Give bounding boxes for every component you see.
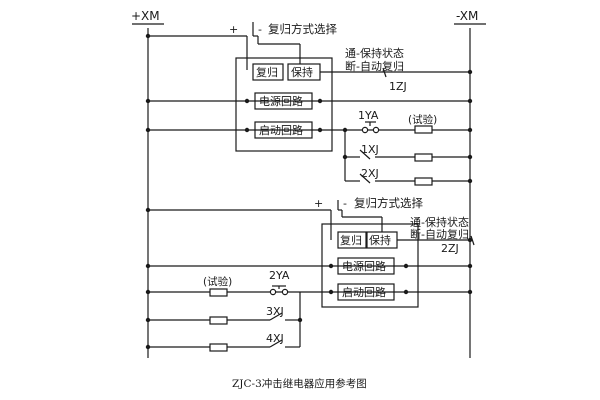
relay-1-contact-a: 1XJ bbox=[361, 143, 379, 156]
relay-2-name: 2ZJ bbox=[441, 242, 459, 255]
relay-2-test-label: (试验) bbox=[203, 275, 232, 288]
relay-2-button-contact-right bbox=[281, 288, 289, 296]
relay-1-button-contact-right bbox=[372, 126, 380, 134]
relay-2-resistor-b bbox=[209, 343, 228, 352]
right-rail-label: -XM bbox=[456, 9, 478, 23]
relay-1-name: 1ZJ bbox=[389, 80, 407, 93]
relay-1-reset-label: 复归 bbox=[256, 65, 278, 79]
relay-1-test-resistor bbox=[414, 125, 433, 134]
left-rail-label: +XM bbox=[131, 9, 160, 23]
relay-1-test-label: (试验) bbox=[408, 113, 437, 126]
relay-1-hold-label: 保持 bbox=[291, 65, 313, 79]
relay-2-plus: + bbox=[314, 197, 323, 210]
figure-caption: ZJC-3冲击继电器应用参考图 bbox=[232, 377, 367, 390]
relay-1-reset-box bbox=[252, 63, 284, 81]
relay-1-box bbox=[235, 57, 333, 152]
relay-1-resistor-b bbox=[414, 177, 433, 186]
relay-1-power-label: 电源回路 bbox=[259, 94, 303, 108]
relay-2-hold-label: 保持 bbox=[369, 233, 391, 247]
relay-2-minus: - bbox=[343, 197, 347, 210]
relay-2-test-resistor bbox=[209, 288, 228, 297]
relay-1-minus: - bbox=[258, 23, 262, 36]
relay-1-plus: + bbox=[229, 23, 238, 36]
relay-2-button-contact-left bbox=[269, 288, 277, 296]
relay-1-button-label: 1YA bbox=[358, 109, 379, 122]
relay-2-note-line1: 通-保持状态 bbox=[410, 215, 469, 229]
relay-1-resistor-a bbox=[414, 153, 433, 162]
relay-1-start-label: 启动回路 bbox=[259, 124, 303, 137]
relay-2-resistor-a bbox=[209, 316, 228, 325]
relay-2-contact-a: 3XJ bbox=[266, 305, 284, 318]
relay-2-power-label: 电源回路 bbox=[342, 259, 386, 273]
relay-2-contact-b: 4XJ bbox=[266, 332, 284, 345]
relay-1-note-line2: 断-自动复归 bbox=[345, 59, 404, 73]
relay-2-mode-select: 复归方式选择 bbox=[354, 196, 423, 210]
relay-2-start-label: 启动回路 bbox=[342, 286, 386, 299]
relay-1-note-line1: 通-保持状态 bbox=[345, 46, 404, 60]
relay-1-button-contact-left bbox=[361, 126, 369, 134]
relay-2-button-label: 2YA bbox=[269, 269, 290, 282]
relay-2-reset-label: 复归 bbox=[340, 233, 362, 247]
relay-2-reset-box bbox=[337, 231, 367, 249]
relay-1-contact-b: 2XJ bbox=[361, 167, 379, 180]
relay-1-mode-select: 复归方式选择 bbox=[268, 22, 337, 36]
relay-2-note-line2: 断-自动复归 bbox=[410, 227, 469, 241]
